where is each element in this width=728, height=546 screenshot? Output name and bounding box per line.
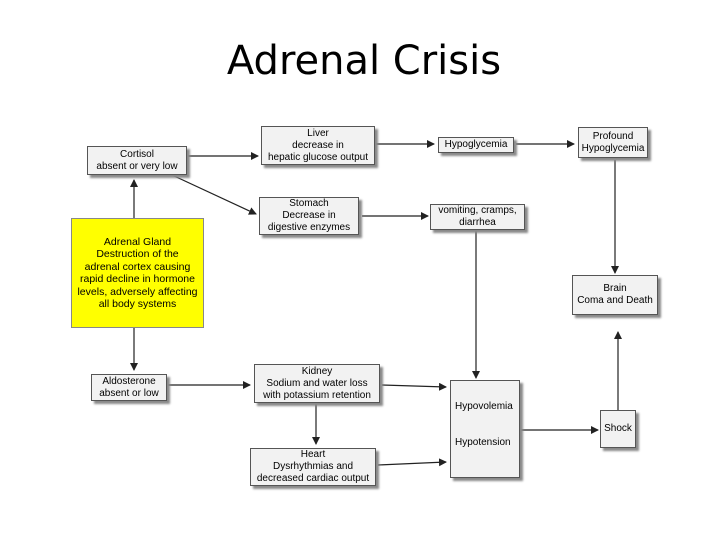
aldosterone-line: absent or low xyxy=(99,387,159,399)
stomach-line: digestive enzymes xyxy=(267,222,351,233)
heart-box: Heart Dysrhythmias and decreased cardiac… xyxy=(250,448,376,486)
adrenal-line: Adrenal Gland xyxy=(103,235,172,248)
adrenal-line: adrenal cortex causing xyxy=(84,260,191,273)
hypotension-line: Hypotension xyxy=(455,437,511,448)
shock-line: Shock xyxy=(604,423,632,434)
stomach-box: Stomach Decrease in digestive enzymes xyxy=(259,197,359,235)
liver-line: hepatic glucose output xyxy=(267,151,369,163)
liver-box: Liver decrease in hepatic glucose output xyxy=(261,126,375,165)
adrenal-line: levels, adversely affecting xyxy=(77,285,198,298)
arrow-kidney-to-hypovolemia xyxy=(381,382,447,391)
aldosterone-line: Aldosterone xyxy=(102,375,156,387)
adrenal-gland-box: Adrenal Gland Destruction of the adrenal… xyxy=(71,218,204,328)
brain-line: Coma and Death xyxy=(577,295,653,306)
kidney-line: with potassium retention xyxy=(263,389,371,401)
heart-line: Heart xyxy=(300,449,326,460)
hypoglycemia-box: Hypoglycemia xyxy=(438,137,514,153)
heart-line: Dysrhythmias and xyxy=(272,461,354,472)
stomach-line: Stomach xyxy=(289,198,329,209)
kidney-line: Kidney xyxy=(301,365,333,377)
liver-line: decrease in xyxy=(292,139,344,151)
hypoglycemia-line: Hypoglycemia xyxy=(444,139,508,150)
heart-line: decreased cardiac output xyxy=(256,473,370,484)
page-title: Adrenal Crisis xyxy=(226,38,502,84)
arrow-cortisol-to-stomach xyxy=(171,174,257,215)
liver-line: Liver xyxy=(307,127,329,139)
arrow-heart-to-hypovolemia xyxy=(377,458,447,467)
kidney-line: Sodium and water loss xyxy=(266,377,368,389)
cortisol-box: Cortisol absent or very low xyxy=(87,146,187,175)
adrenal-line: all body systems xyxy=(98,298,177,310)
cortisol-line: absent or very low xyxy=(96,160,178,172)
profound-line: Profound xyxy=(592,130,634,142)
vomiting-line: diarrhea xyxy=(459,217,496,228)
stomach-line: Decrease in xyxy=(282,210,336,221)
shock-box: Shock xyxy=(600,410,636,448)
adrenal-line: Destruction of the xyxy=(96,248,179,260)
profound-hypoglycemia-box: Profound Hypoglycemia xyxy=(578,127,648,158)
hypovolemia-line: Hypovolemia xyxy=(455,401,513,412)
hypovolemia-box: Hypovolemia Hypotension xyxy=(450,380,520,478)
brain-box: Brain Coma and Death xyxy=(572,275,658,315)
cortisol-line: Cortisol xyxy=(120,148,154,160)
vomiting-box: vomiting, cramps, diarrhea xyxy=(430,204,525,230)
kidney-box: Kidney Sodium and water loss with potass… xyxy=(254,364,380,403)
brain-line: Brain xyxy=(603,283,627,294)
aldosterone-box: Aldosterone absent or low xyxy=(91,374,167,401)
vomiting-line: vomiting, cramps, xyxy=(438,205,517,216)
profound-line: Hypoglycemia xyxy=(581,142,645,154)
adrenal-line: rapid decline in hormone xyxy=(80,273,195,285)
